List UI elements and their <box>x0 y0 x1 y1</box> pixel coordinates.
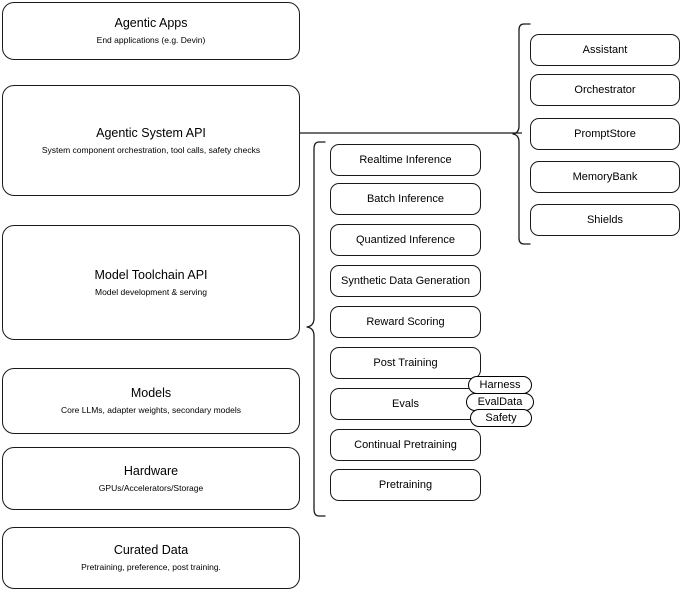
layer-title: Model Toolchain API <box>94 267 208 282</box>
capability-label: Post Training <box>373 357 438 369</box>
component-label: MemoryBank <box>572 171 638 183</box>
eval-subitem-safety[interactable]: Safety <box>470 409 532 427</box>
eval-subitem-label: EvalData <box>477 396 523 408</box>
capability-post-training[interactable]: Post Training <box>330 347 481 379</box>
stack-layer-agentic-system-api[interactable]: Agentic System API System component orch… <box>2 85 300 196</box>
capability-label: Continual Pretraining <box>354 439 457 451</box>
capability-reward-scoring[interactable]: Reward Scoring <box>330 306 481 338</box>
layer-title: Hardware <box>123 463 179 478</box>
capability-batch-inference[interactable]: Batch Inference <box>330 183 481 215</box>
layer-subtitle: Pretraining, preference, post training. <box>81 562 221 572</box>
component-label: Assistant <box>582 44 628 56</box>
capability-pretraining[interactable]: Pretraining <box>330 469 481 501</box>
agentic-components-brace <box>512 22 532 246</box>
layer-subtitle: End applications (e.g. Devin) <box>96 35 206 45</box>
stack-layer-agentic-apps[interactable]: Agentic Apps End applications (e.g. Devi… <box>2 2 300 60</box>
capability-label: Pretraining <box>378 479 433 491</box>
layer-title: Agentic System API <box>96 125 206 140</box>
capability-realtime-inference[interactable]: Realtime Inference <box>330 144 481 176</box>
layer-subtitle: Model development & serving <box>95 286 207 297</box>
eval-subitem-label: Harness <box>479 379 521 391</box>
capability-label: Reward Scoring <box>366 316 445 328</box>
capability-label: Batch Inference <box>366 193 445 205</box>
toolchain-brace <box>305 140 327 520</box>
stack-layer-curated-data[interactable]: Curated Data Pretraining, preference, po… <box>2 527 300 589</box>
layer-subtitle: GPUs/Accelerators/Storage <box>98 482 204 493</box>
capability-label: Synthetic Data Generation <box>340 275 471 287</box>
layer-title: Curated Data <box>113 543 189 557</box>
component-assistant[interactable]: Assistant <box>530 34 680 66</box>
capability-label: Realtime Inference <box>359 154 452 166</box>
capability-evals[interactable]: Evals <box>330 388 481 420</box>
agentic-system-to-components-line <box>300 126 522 142</box>
component-label: Shields <box>586 214 624 226</box>
layer-subtitle: Core LLMs, adapter weights, secondary mo… <box>60 405 241 415</box>
capability-label: Quantized Inference <box>355 234 456 246</box>
eval-subitem-label: Safety <box>485 412 517 424</box>
layer-title: Models <box>130 386 172 400</box>
capability-quantized-inference[interactable]: Quantized Inference <box>330 224 481 256</box>
component-promptstore[interactable]: PromptStore <box>530 118 680 150</box>
stack-layer-hardware[interactable]: Hardware GPUs/Accelerators/Storage <box>2 447 300 510</box>
component-label: PromptStore <box>574 128 636 140</box>
component-memorybank[interactable]: MemoryBank <box>530 161 680 193</box>
layer-title: Agentic Apps <box>114 16 188 30</box>
capability-continual-pretraining[interactable]: Continual Pretraining <box>330 429 481 461</box>
component-label: Orchestrator <box>574 84 636 96</box>
stack-layer-models[interactable]: Models Core LLMs, adapter weights, secon… <box>2 368 300 434</box>
eval-subitem-harness[interactable]: Harness <box>468 376 532 394</box>
component-orchestrator[interactable]: Orchestrator <box>530 74 680 106</box>
capability-synthetic-data-generation[interactable]: Synthetic Data Generation <box>330 265 481 297</box>
capability-label: Evals <box>392 398 419 410</box>
layer-subtitle: System component orchestration, tool cal… <box>41 144 261 155</box>
stack-layer-model-toolchain-api[interactable]: Model Toolchain API Model development & … <box>2 225 300 340</box>
component-shields[interactable]: Shields <box>530 204 680 236</box>
